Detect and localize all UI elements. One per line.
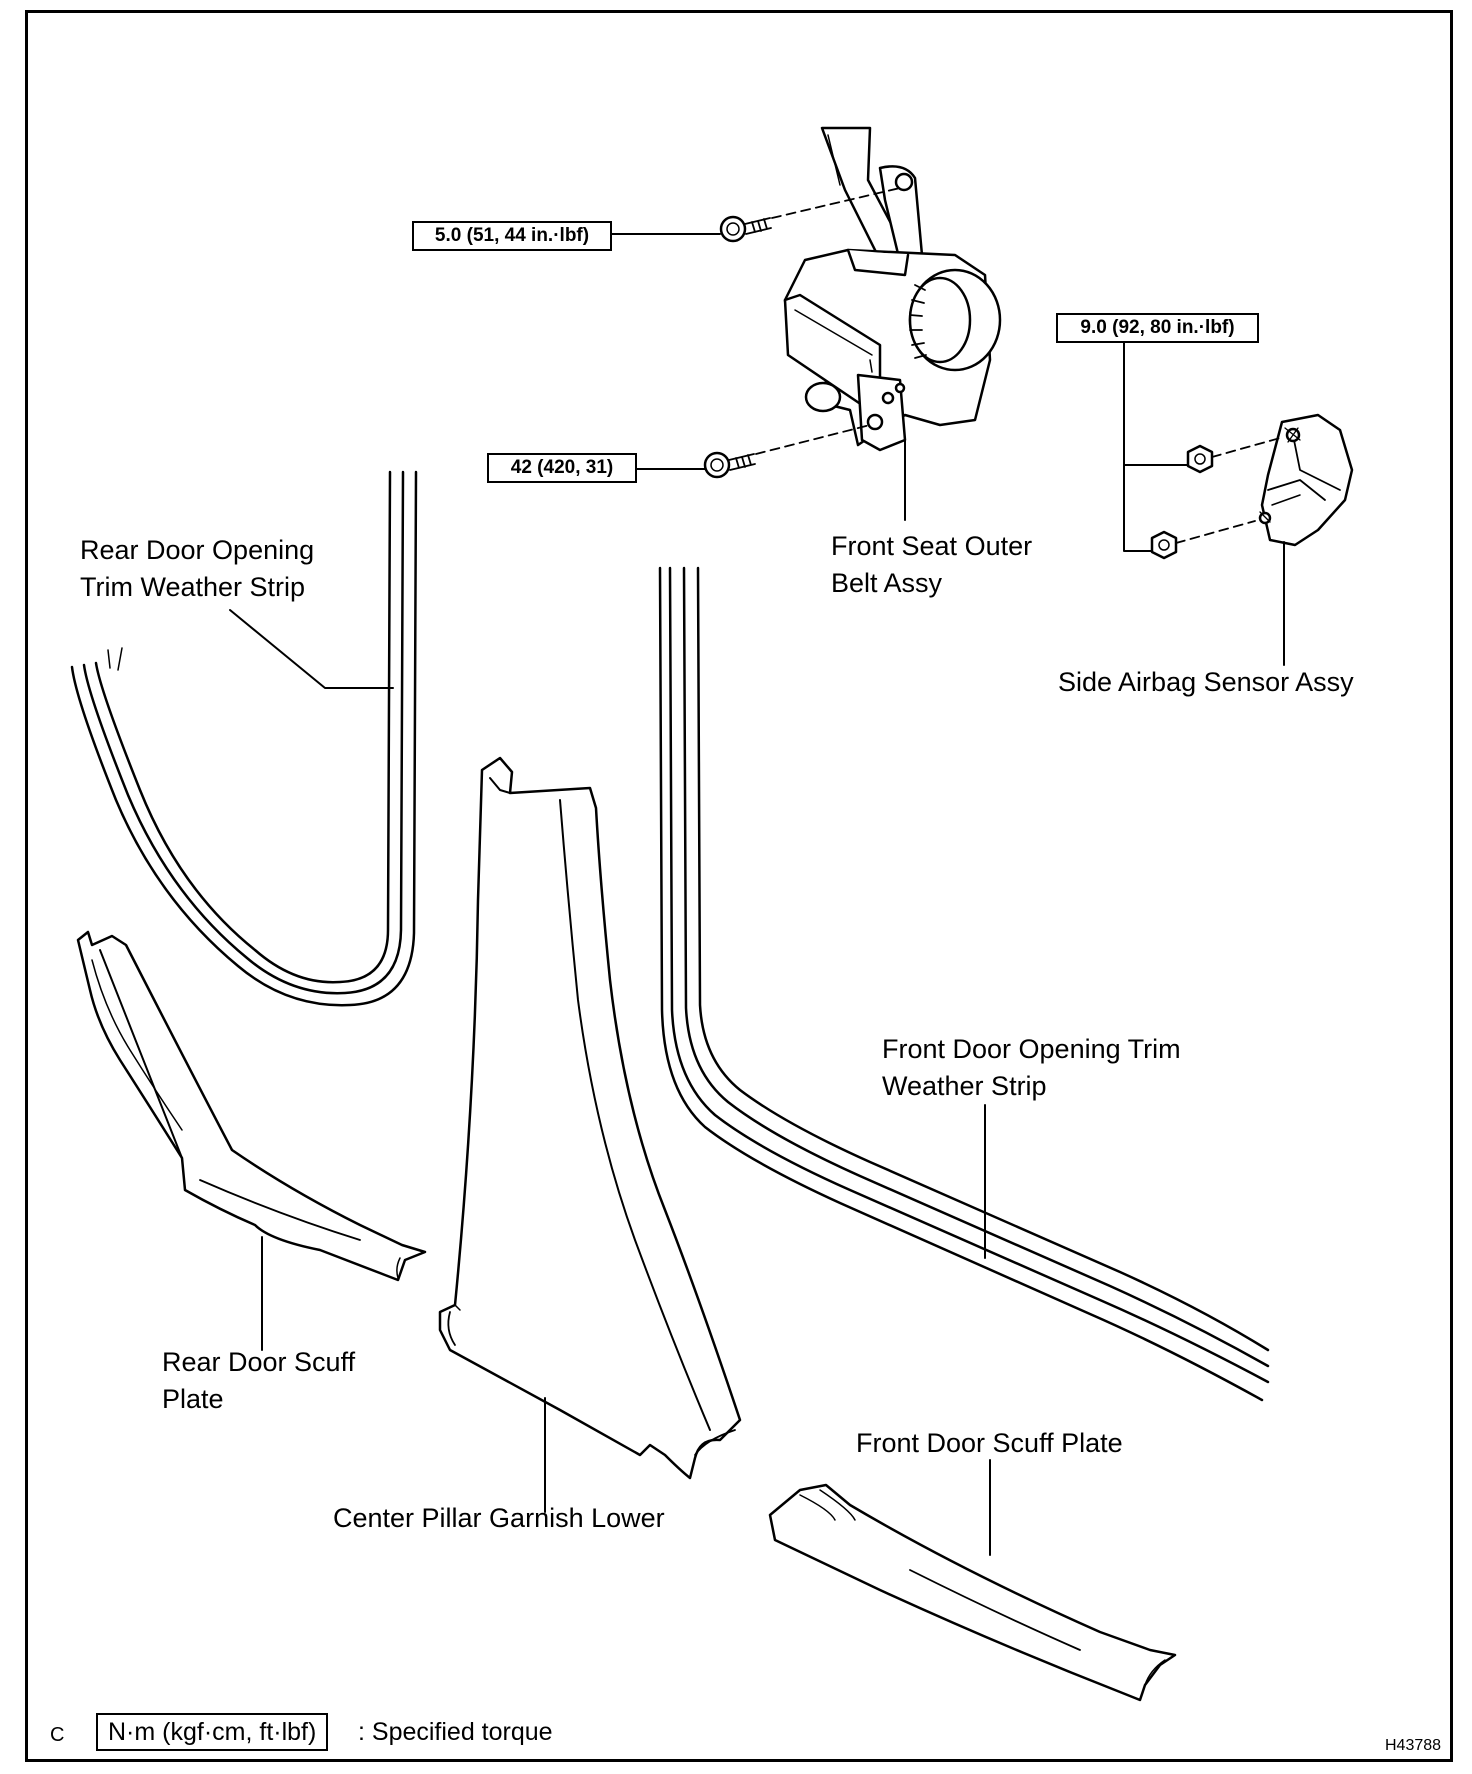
rear-door-weather-strip	[70, 470, 418, 1007]
side-airbag-sensor	[1258, 413, 1354, 547]
rear-door-scuff-plate	[76, 930, 427, 1282]
belt-upper-bolt	[719, 187, 901, 243]
sensor-lower-nut	[1150, 520, 1256, 560]
torque-belt-upper-bolt: 5.0 (51, 44 in.·lbf)	[412, 221, 612, 251]
front-door-weather-strip	[658, 566, 1270, 1402]
diagram-frame	[25, 10, 1453, 1762]
label-front-door-weather-strip: Front Door Opening Trim Weather Strip	[882, 1034, 1181, 1101]
label-front-door-scuff-plate: Front Door Scuff Plate	[856, 1428, 1123, 1458]
torque-sensor-nuts: 9.0 (92, 80 in.·lbf)	[1056, 313, 1259, 343]
label-side-airbag-sensor: Side Airbag Sensor Assy	[1058, 667, 1354, 697]
leader-lines	[229, 233, 1285, 1556]
label-center-pillar-garnish: Center Pillar Garnish Lower	[333, 1503, 665, 1533]
belt-lower-bolt	[703, 424, 871, 479]
sensor-upper-nut	[1186, 437, 1281, 474]
front-seat-belt-retractor	[783, 126, 1002, 452]
label-rear-door-weather-strip: Rear Door Opening Trim Weather Strip	[80, 535, 315, 602]
label-rear-door-scuff-plate: Rear Door Scuff Plate	[162, 1347, 356, 1414]
legend-unit-box: N·m (kgf·cm, ft·lbf)	[96, 1713, 329, 1751]
figure-id: H43788	[1385, 1737, 1442, 1754]
torque-belt-lower-bolt: 42 (420, 31)	[487, 453, 637, 483]
center-pillar-garnish	[438, 756, 742, 1480]
corner-letter: C	[50, 1724, 65, 1746]
front-door-scuff-plate	[768, 1483, 1177, 1702]
legend-description: : Specified torque	[358, 1718, 553, 1746]
label-front-seat-outer-belt: Front Seat Outer Belt Assy	[831, 531, 1033, 598]
